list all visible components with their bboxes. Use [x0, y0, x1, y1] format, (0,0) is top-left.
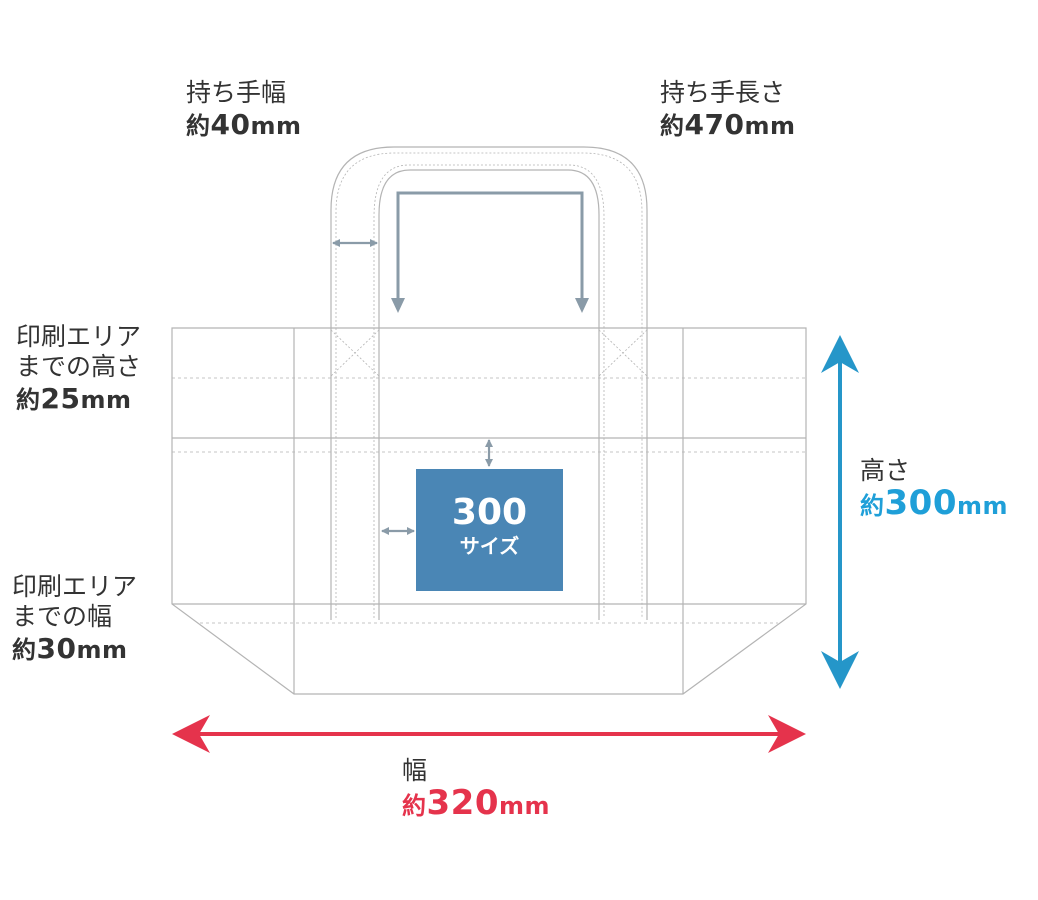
width-value: 約320mm — [402, 783, 550, 823]
height-arrow — [821, 335, 859, 689]
print-top-caption-2: までの高さ — [16, 352, 142, 381]
print-top-value: 約25mm — [16, 382, 132, 415]
print-side-label: 印刷エリア までの幅 約30mm — [12, 572, 137, 667]
guide-arrows — [332, 191, 589, 535]
width-caption: 幅 — [402, 756, 428, 785]
print-side-value: 約30mm — [12, 632, 128, 665]
height-caption: 高さ — [860, 456, 911, 485]
print-top-label: 印刷エリア までの高さ 約25mm — [16, 322, 141, 417]
handle-length-caption: 持ち手長さ — [660, 78, 786, 107]
print-side-caption-1: 印刷エリア — [12, 572, 138, 601]
width-arrow — [172, 715, 806, 753]
handle-length-value: 約470mm — [660, 108, 796, 141]
bag-body — [171, 327, 807, 695]
print-area-box: 300 サイズ — [416, 469, 563, 591]
print-area-size: 300 — [451, 492, 528, 533]
handle-width-label: 持ち手幅 約40mm — [186, 78, 301, 143]
width-label: 幅 約320mm — [402, 756, 550, 823]
print-side-caption-2: までの幅 — [12, 602, 113, 631]
handle-length-arrow — [396, 191, 584, 307]
handle-width-caption: 持ち手幅 — [186, 78, 287, 107]
handle-width-value: 約40mm — [186, 108, 302, 141]
print-top-caption-1: 印刷エリア — [16, 322, 142, 351]
print-area-unit: サイズ — [459, 534, 520, 558]
height-value: 約300mm — [860, 483, 1008, 523]
handle-length-label: 持ち手長さ 約470mm — [660, 78, 795, 143]
height-label: 高さ 約300mm — [860, 456, 1008, 523]
bag-handle — [330, 146, 648, 620]
